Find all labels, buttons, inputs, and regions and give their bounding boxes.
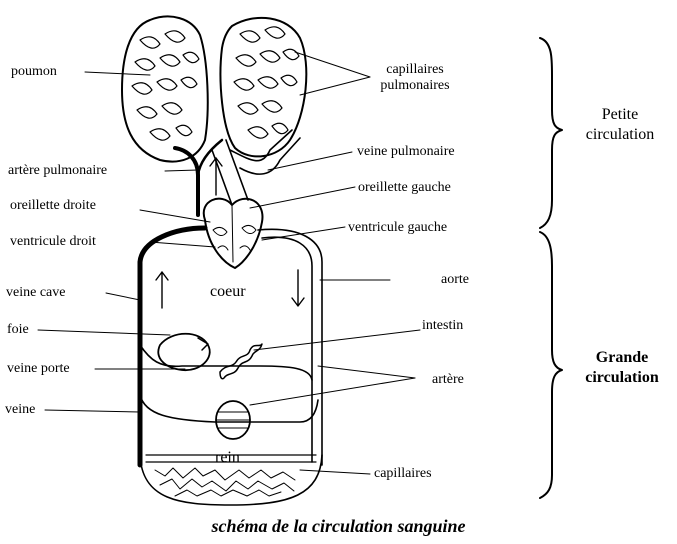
group-label-grande-circulation: Grande circulation <box>572 348 672 388</box>
label-capillaires: capillaires <box>374 466 432 482</box>
label-artere-pulmonaire: artère pulmonaire <box>8 163 107 179</box>
label-aorte: aorte <box>441 272 469 288</box>
right-lung <box>221 18 307 157</box>
vena-cava-vessel <box>140 228 205 465</box>
petite-circulation-brace <box>540 38 562 228</box>
group-label-grande-line2: circulation <box>572 368 672 388</box>
portal-vein-vessel <box>140 345 312 380</box>
aorta-vessel <box>258 229 322 465</box>
left-lung-capillaries <box>132 31 199 140</box>
grande-circulation-brace <box>540 232 562 498</box>
group-label-petite-line1: Petite <box>570 105 670 125</box>
pulmonary-vein-vessel <box>212 130 300 205</box>
diagram-caption: schéma de la circulation sanguine <box>0 516 677 537</box>
label-veine: veine <box>5 402 35 418</box>
label-capillaires-pulmonaires-line2: pulmonaires <box>370 78 460 94</box>
label-capillaires-pulmonaires: capillaires pulmonaires <box>370 62 460 94</box>
group-label-petite-line2: circulation <box>570 125 670 145</box>
label-ventricule-gauche: ventricule gauche <box>348 220 447 236</box>
label-veine-porte: veine porte <box>7 361 70 377</box>
label-intestin: intestin <box>422 318 463 334</box>
label-veine-cave: veine cave <box>6 285 65 301</box>
label-coeur: coeur <box>210 282 246 302</box>
label-artere: artère <box>432 372 464 388</box>
label-rein: rein <box>215 448 240 468</box>
group-label-grande-line1: Grande <box>572 348 672 368</box>
group-label-petite-circulation: Petite circulation <box>570 105 670 145</box>
up-arrow-pulmonary <box>210 158 222 195</box>
leader-lines <box>38 52 420 474</box>
label-oreillette-gauche: oreillette gauche <box>358 180 451 196</box>
label-oreillette-droite: oreillette droite <box>10 198 96 214</box>
label-foie: foie <box>7 322 29 338</box>
label-capillaires-pulmonaires-line1: capillaires <box>370 62 460 78</box>
label-ventricule-droit: ventricule droit <box>10 234 96 250</box>
label-poumon: poumon <box>11 64 57 80</box>
right-lung-capillaries <box>234 27 299 138</box>
down-arrow-aorta <box>292 270 304 306</box>
up-arrow-vena-cava <box>156 272 168 308</box>
intestine <box>220 344 262 379</box>
venous-loop <box>140 395 318 422</box>
kidney-capillaries <box>155 468 295 496</box>
label-veine-pulmonaire: veine pulmonaire <box>357 144 455 160</box>
